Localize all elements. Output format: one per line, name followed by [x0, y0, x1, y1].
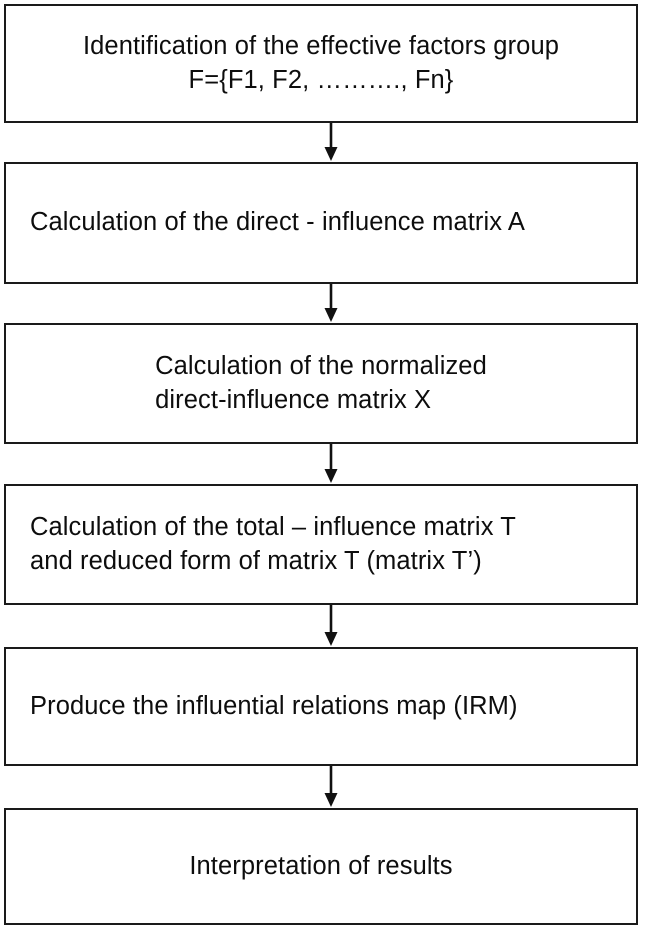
arrow-step1-to-step2: [323, 123, 339, 162]
flow-step-box-3: Calculation of the normalized direct-inf…: [4, 323, 638, 444]
flow-step-label-2: Calculation of the direct - influence ma…: [30, 208, 526, 237]
flow-step-label-6: Interpretation of results: [189, 851, 453, 880]
flow-step-label-5: Produce the influential relations map (I…: [30, 691, 518, 720]
arrow-step2-to-step3: [323, 284, 339, 323]
arrow-step3-to-step4: [323, 444, 339, 484]
flow-step-box-5: Produce the influential relations map (I…: [4, 647, 638, 766]
arrow-step4-to-step5: [323, 605, 339, 647]
flow-step-box-2: Calculation of the direct - influence ma…: [4, 162, 638, 284]
flow-step-box-1: Identification of the effective factors …: [4, 4, 638, 123]
flow-step-label-1: Identification of the effective factors …: [82, 32, 560, 94]
flow-step-label-3: Calculation of the normalized direct-inf…: [155, 352, 487, 414]
flow-step-label-4: Calculation of the total – influence mat…: [30, 513, 516, 575]
flow-step-box-4: Calculation of the total – influence mat…: [4, 484, 638, 605]
flow-step-box-6: Interpretation of results: [4, 808, 638, 925]
arrow-step5-to-step6: [323, 766, 339, 808]
